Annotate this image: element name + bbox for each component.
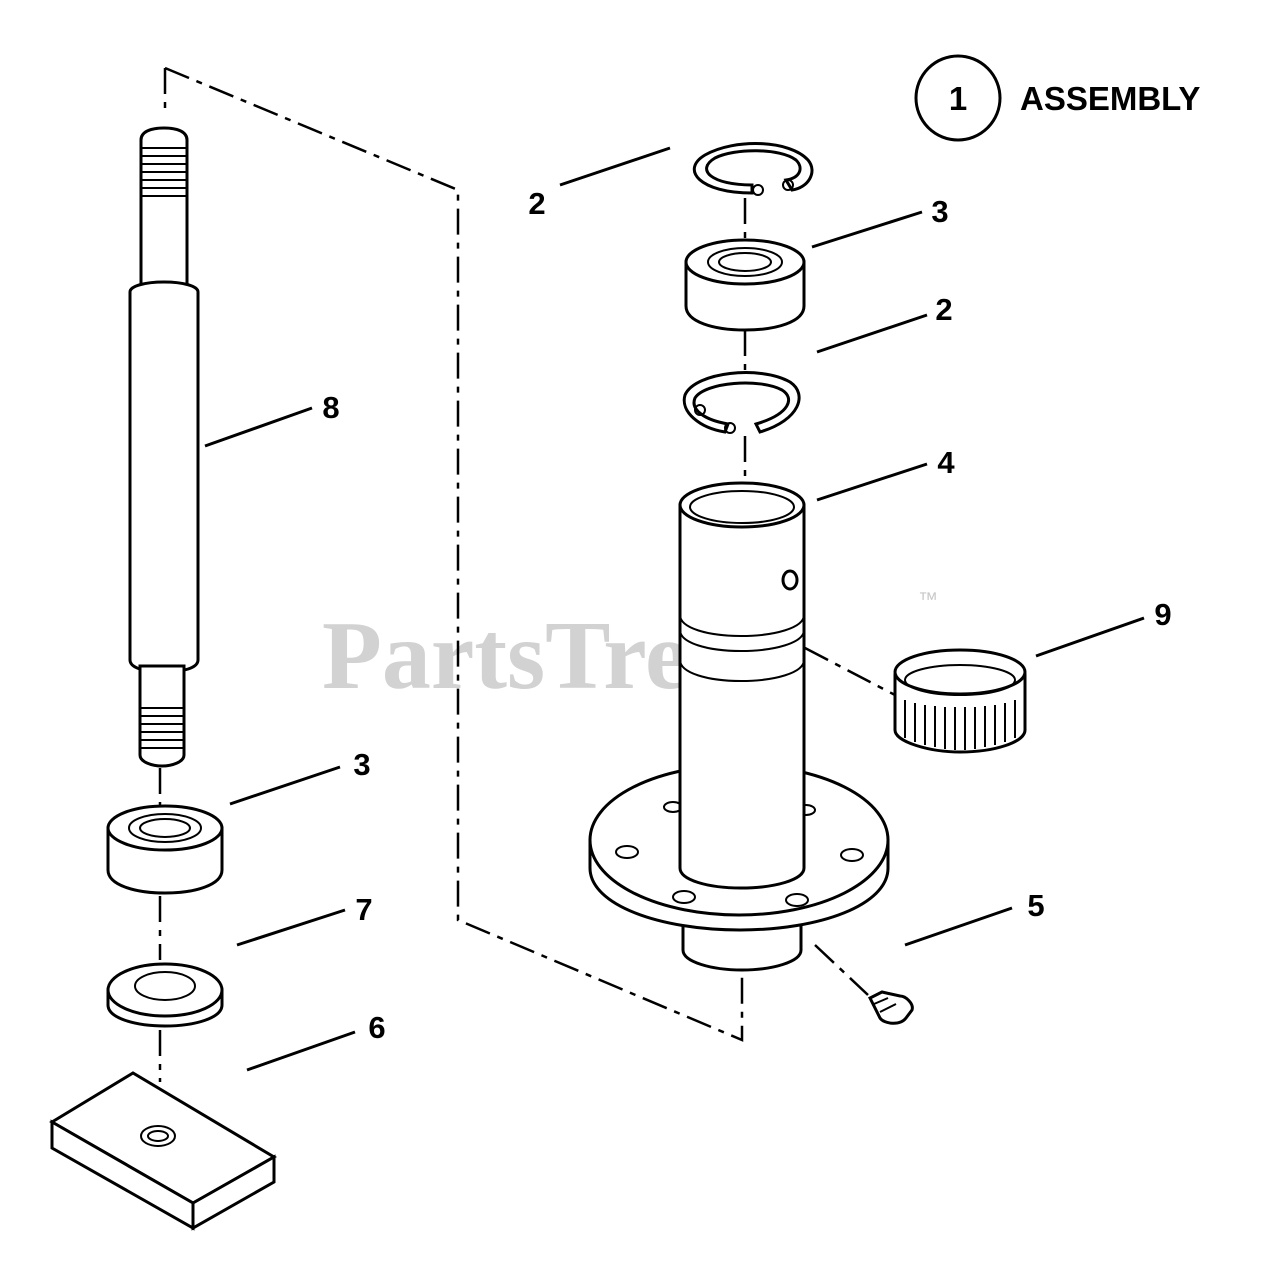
callout-shaft: 8 — [322, 390, 339, 425]
watermark-text: PartsTree — [322, 602, 732, 710]
assembly-boundary-line — [163, 66, 744, 1042]
assembly-number-circle — [914, 54, 1002, 142]
callout-hub: 5 — [1027, 888, 1044, 923]
callout-bushing: 9 — [1154, 597, 1171, 632]
needle-bushing — [893, 648, 1027, 754]
callout-housing: 4 — [937, 445, 955, 480]
leader-lines — [204, 146, 1145, 1072]
callout-block: 6 — [368, 1010, 385, 1045]
spindle-shaft — [128, 126, 200, 768]
centerlines — [158, 198, 896, 1082]
spacer-washer — [106, 962, 224, 1028]
assembly-text: ASSEMBLY — [1020, 80, 1200, 117]
spindle-housing — [588, 481, 890, 972]
callout-bearing-top: 3 — [931, 194, 948, 229]
retaining-ring-top — [692, 142, 814, 196]
watermark-trademark: ™ — [918, 589, 938, 611]
assembly-legend: 1 ASSEMBLY — [914, 54, 1200, 142]
watermark: PartsTree ™ — [322, 589, 938, 710]
assembly-number: 1 — [949, 80, 967, 117]
grease-fitting — [867, 990, 914, 1025]
retaining-ring-bottom — [682, 371, 801, 434]
callout-ring-bottom: 2 — [935, 292, 952, 327]
callout-ring-top: 2 — [528, 186, 545, 221]
callout-bearing-lower: 3 — [353, 747, 370, 782]
bearing-lower — [106, 804, 224, 895]
callout-spacer: 7 — [355, 892, 372, 927]
callout-labels: 2 3 2 4 9 5 8 3 7 6 — [322, 186, 1171, 1045]
bearing-top — [684, 238, 806, 332]
mounting-block — [49, 1071, 277, 1231]
